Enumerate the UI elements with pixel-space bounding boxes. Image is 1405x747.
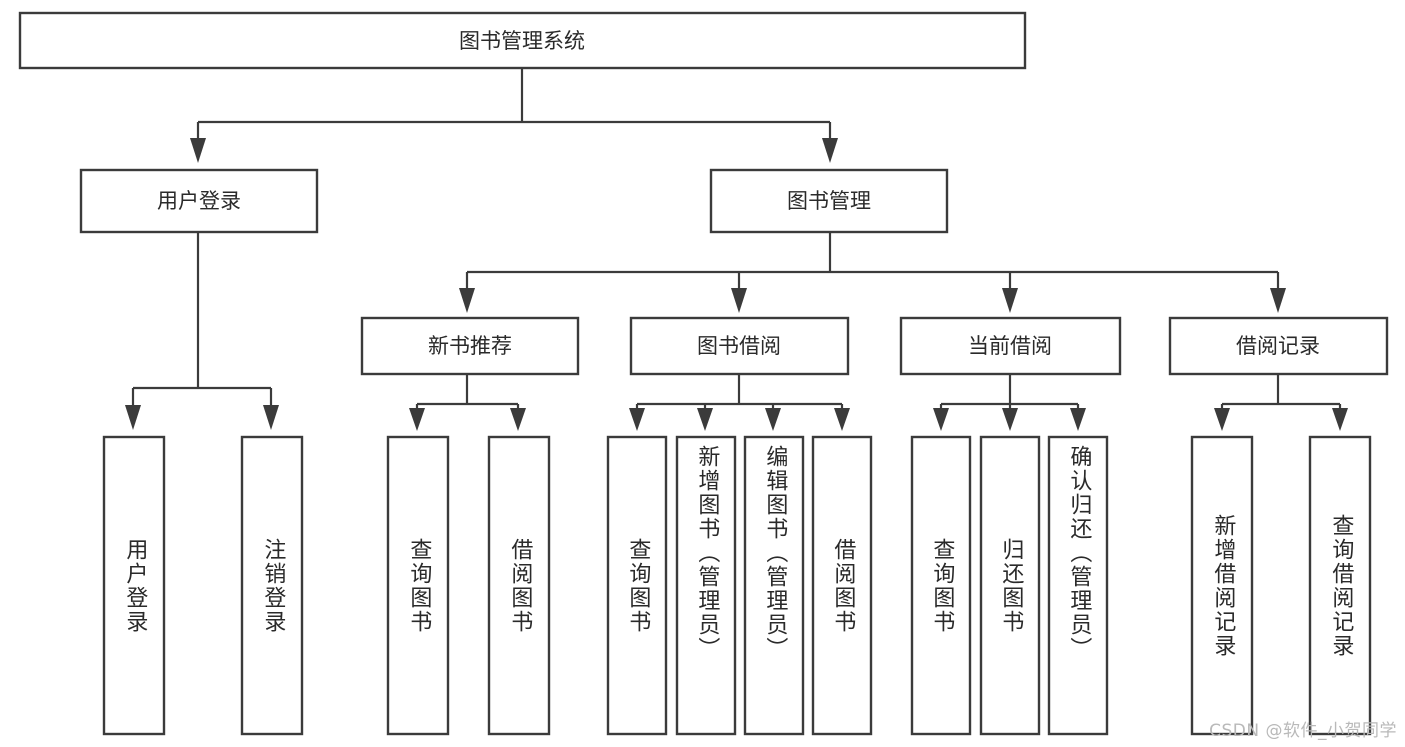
arrow-bm-borrow-record <box>1270 288 1286 313</box>
node-root[interactable]: 图书管理系统 <box>18 11 1027 70</box>
arrow-bm-book-borrow <box>731 288 747 313</box>
leaf-box-confirm-return-admin[interactable] <box>1047 435 1109 736</box>
arrow-nbr-query-book <box>409 408 425 431</box>
node-book-borrow-box[interactable] <box>629 316 850 376</box>
leaf-boxes <box>102 435 1372 736</box>
node-root-label: 图书管理系统 <box>459 29 585 53</box>
arrow-bb-add-book <box>697 408 713 431</box>
watermark-text: CSDN @软件_小贺同学 <box>1209 721 1397 741</box>
node-current-borrow-label: 当前借阅 <box>968 334 1052 358</box>
leaf-box-borrow-book-1[interactable] <box>487 435 551 736</box>
node-borrow-record-label: 借阅记录 <box>1236 334 1320 358</box>
node-current-borrow-box[interactable] <box>899 316 1122 376</box>
leaf-box-query-book-1[interactable] <box>386 435 450 736</box>
connector-group-borrow-record <box>1214 374 1348 431</box>
node-book-borrow-label: 图书借阅 <box>697 334 781 358</box>
leaf-box-query-book-3[interactable] <box>910 435 972 736</box>
arrow-ul-leaf1 <box>125 405 141 430</box>
arrow-bb-query-book <box>629 408 645 431</box>
node-user-login-label: 用户登录 <box>157 189 241 213</box>
arrow-bm-current-borrow <box>1002 288 1018 313</box>
arrow-root-to-book-management <box>822 138 838 163</box>
arrow-root-to-user-login <box>190 138 206 163</box>
node-book-management[interactable]: 图书管理 <box>709 168 949 234</box>
arrow-br-query-record <box>1332 408 1348 431</box>
node-book-borrow[interactable]: 图书借阅 <box>629 316 850 376</box>
arrow-nbr-borrow-book <box>510 408 526 431</box>
leaf-box-return-book[interactable] <box>979 435 1041 736</box>
arrow-bb-borrow-book <box>834 408 850 431</box>
connector-group-book-management <box>459 232 1286 313</box>
node-borrow-record[interactable]: 借阅记录 <box>1168 316 1389 376</box>
node-borrow-record-box[interactable] <box>1168 316 1389 376</box>
leaf-box-query-borrow-record[interactable] <box>1308 435 1372 736</box>
node-user-login-box[interactable] <box>79 168 319 234</box>
arrow-cb-return-book <box>1002 408 1018 431</box>
node-root-box[interactable] <box>18 11 1027 70</box>
leaf-box-logout-login[interactable] <box>240 435 304 736</box>
leaf-box-user-login[interactable] <box>102 435 166 736</box>
leaf-box-query-book-2[interactable] <box>606 435 668 736</box>
arrow-cb-confirm-return <box>1070 408 1086 431</box>
node-new-book-recommend-box[interactable] <box>360 316 580 376</box>
node-book-management-box[interactable] <box>709 168 949 234</box>
arrow-bm-new-book-recommend <box>459 288 475 313</box>
leaf-box-add-book-admin[interactable] <box>675 435 737 736</box>
connector-group-user-login <box>125 232 279 430</box>
node-new-book-recommend[interactable]: 新书推荐 <box>360 316 580 376</box>
connector-group-root <box>190 68 838 163</box>
node-new-book-recommend-label: 新书推荐 <box>428 334 512 358</box>
arrow-cb-query-book <box>933 408 949 431</box>
node-current-borrow[interactable]: 当前借阅 <box>899 316 1122 376</box>
arrow-br-add-record <box>1214 408 1230 431</box>
leaf-box-edit-book-admin[interactable] <box>743 435 805 736</box>
node-user-login[interactable]: 用户登录 <box>79 168 319 234</box>
connector-group-new-book-recommend <box>409 374 526 431</box>
leaf-box-add-borrow-record[interactable] <box>1190 435 1254 736</box>
arrow-ul-leaf2 <box>263 405 279 430</box>
connector-group-book-borrow <box>629 374 850 431</box>
arrow-bb-edit-book <box>765 408 781 431</box>
leaf-box-borrow-book-2[interactable] <box>811 435 873 736</box>
node-book-management-label: 图书管理 <box>787 189 871 213</box>
connector-group-current-borrow <box>933 374 1086 431</box>
